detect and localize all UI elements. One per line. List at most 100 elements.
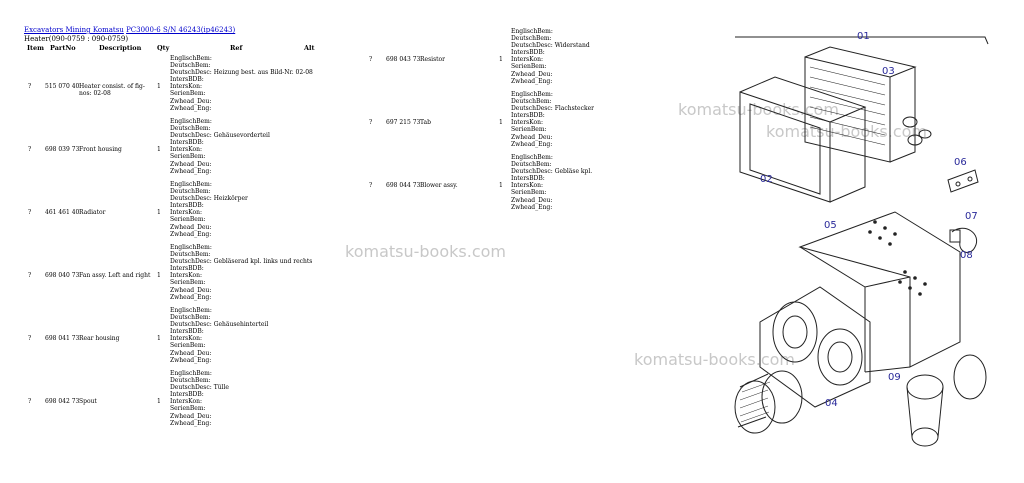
description-cell: Spout — [79, 398, 97, 406]
page-subtitle: Heater(090-0759 : 090-0759) — [24, 35, 129, 43]
ref-line: Zwhead_Eng: — [511, 78, 590, 85]
ref-value: Gebläserad kpl. links und rechts — [213, 258, 313, 266]
ref-value: Flachstecker — [554, 105, 595, 113]
ref-line: IntersBDB: — [170, 139, 270, 146]
diagram-bracket-line — [735, 36, 989, 45]
ref-line: IntersKon: — [170, 335, 268, 342]
ref-block: EnglischBem:DeutschBem:DeutschDesc: Tüll… — [170, 370, 229, 427]
item-cell: ? — [28, 209, 32, 217]
ref-value: Tülle — [213, 384, 229, 392]
ref-line: IntersBDB: — [170, 265, 312, 272]
ref-line: SerienBem: — [511, 126, 594, 133]
ref-label: IntersBDB: — [170, 139, 204, 147]
qty-cell: 1 — [157, 146, 161, 154]
item-cell: ? — [28, 83, 32, 91]
ref-label: Zwhead_Deu: — [170, 223, 212, 231]
ref-label: Zwhead_Eng: — [170, 104, 212, 112]
ref-value: Gehäusevorderteil — [213, 132, 270, 140]
ref-value: Heizung best. aus Bild-Nr. 02-08 — [213, 69, 313, 77]
ref-line: IntersBDB: — [170, 328, 268, 335]
resistor-part — [951, 227, 978, 253]
ref-line: IntersKon: — [511, 182, 592, 189]
ref-label: IntersBDB: — [170, 328, 204, 336]
partno-cell: 698 043 73 — [386, 56, 421, 64]
ref-label: DeutschDesc: — [511, 105, 553, 113]
ref-label: Zwhead_Eng: — [170, 419, 212, 427]
ref-label: IntersKon: — [170, 335, 202, 343]
ref-label: DeutschBem: — [511, 35, 552, 43]
ref-line: Zwhead_Eng: — [170, 420, 229, 427]
ref-value: Heizkörper — [213, 195, 248, 203]
partno-cell: 697 215 73 — [386, 119, 421, 127]
ref-label: DeutschBem: — [511, 161, 552, 169]
ref-label: EnglischBem: — [170, 55, 212, 62]
ref-label: Zwhead_Deu: — [170, 349, 212, 357]
callout-label: 06 — [954, 157, 967, 168]
ref-line: IntersBDB: — [170, 76, 313, 83]
ref-label: DeutschDesc: — [170, 195, 212, 203]
ref-label: Zwhead_Deu: — [511, 70, 553, 78]
description-cell: Heater consist. of fig-nos: 02-08 — [79, 83, 145, 98]
breadcrumb-link-catalog[interactable]: Excavators Mining Komatsu — [24, 26, 124, 34]
ref-line: DeutschDesc: Heizkörper — [170, 195, 248, 202]
ref-value: Gebläse kpl. — [554, 168, 593, 176]
callout-label: 08 — [960, 250, 973, 261]
item-cell: ? — [28, 272, 32, 280]
ref-label: IntersKon: — [511, 119, 543, 127]
breadcrumb: Excavators Mining Komatsu PC3000-6 S/N 4… — [24, 26, 235, 34]
col-header-partno: PartNo — [50, 44, 76, 52]
ref-label: DeutschBem: — [170, 62, 211, 70]
ref-label: Zwhead_Deu: — [511, 196, 553, 204]
ref-label: IntersKon: — [511, 182, 543, 190]
ref-line: Zwhead_Eng: — [511, 141, 594, 148]
ref-line: Zwhead_Deu: — [511, 71, 590, 78]
ref-label: SerienBem: — [170, 405, 206, 413]
ref-line: DeutschBem: — [170, 251, 312, 258]
ref-line: EnglischBem: — [170, 307, 268, 314]
ref-label: SerienBem: — [511, 63, 547, 71]
cover-disc — [953, 354, 987, 400]
ref-label: EnglischBem: — [170, 181, 212, 188]
ref-line: IntersKon: — [170, 209, 248, 216]
ref-label: IntersBDB: — [170, 265, 204, 273]
ref-line: Zwhead_Deu: — [511, 197, 592, 204]
ref-label: DeutschBem: — [170, 251, 211, 259]
ref-line: SerienBem: — [511, 189, 592, 196]
breadcrumb-link-model[interactable]: PC3000-6 S/N 46243(ip46243) — [126, 26, 236, 34]
ref-label: EnglischBem: — [170, 370, 212, 377]
item-cell: ? — [369, 182, 373, 190]
ref-line: Zwhead_Deu: — [170, 350, 268, 357]
ref-label: IntersBDB: — [511, 175, 545, 183]
ref-line: SerienBem: — [511, 63, 590, 70]
ref-label: DeutschBem: — [170, 188, 211, 196]
ref-label: Zwhead_Eng: — [170, 293, 212, 301]
qty-cell: 1 — [499, 182, 503, 190]
ref-label: IntersKon: — [170, 272, 202, 280]
tab-part — [947, 169, 979, 193]
ref-line: DeutschDesc: Gehäusevorderteil — [170, 132, 270, 139]
col-header-item: Item — [27, 44, 45, 52]
spout — [906, 374, 944, 400]
ref-line: EnglischBem: — [170, 118, 270, 125]
description-cell: Resistor — [420, 56, 446, 64]
ref-line: DeutschBem: — [170, 377, 229, 384]
qty-cell: 1 — [499, 56, 503, 64]
ref-line: IntersBDB: — [511, 49, 590, 56]
ref-line: EnglischBem: — [170, 244, 312, 251]
ref-label: Zwhead_Deu: — [170, 160, 212, 168]
ref-line: Zwhead_Deu: — [170, 98, 313, 105]
ref-label: IntersKon: — [511, 56, 543, 64]
item-cell: ? — [28, 335, 32, 343]
ref-label: DeutschDesc: — [170, 321, 212, 329]
ref-line: IntersBDB: — [511, 175, 592, 182]
ref-label: EnglischBem: — [511, 91, 553, 98]
ref-label: DeutschDesc: — [511, 168, 553, 176]
ref-line: EnglischBem: — [511, 154, 592, 161]
ref-line: EnglischBem: — [170, 181, 248, 188]
ref-line: SerienBem: — [170, 279, 312, 286]
ref-line: DeutschDesc: Gebläserad kpl. links und r… — [170, 258, 312, 265]
ref-value: Gehäusehinterteil — [213, 321, 269, 329]
col-header-qty: Qty — [157, 44, 170, 52]
ref-line: Zwhead_Deu: — [170, 287, 312, 294]
